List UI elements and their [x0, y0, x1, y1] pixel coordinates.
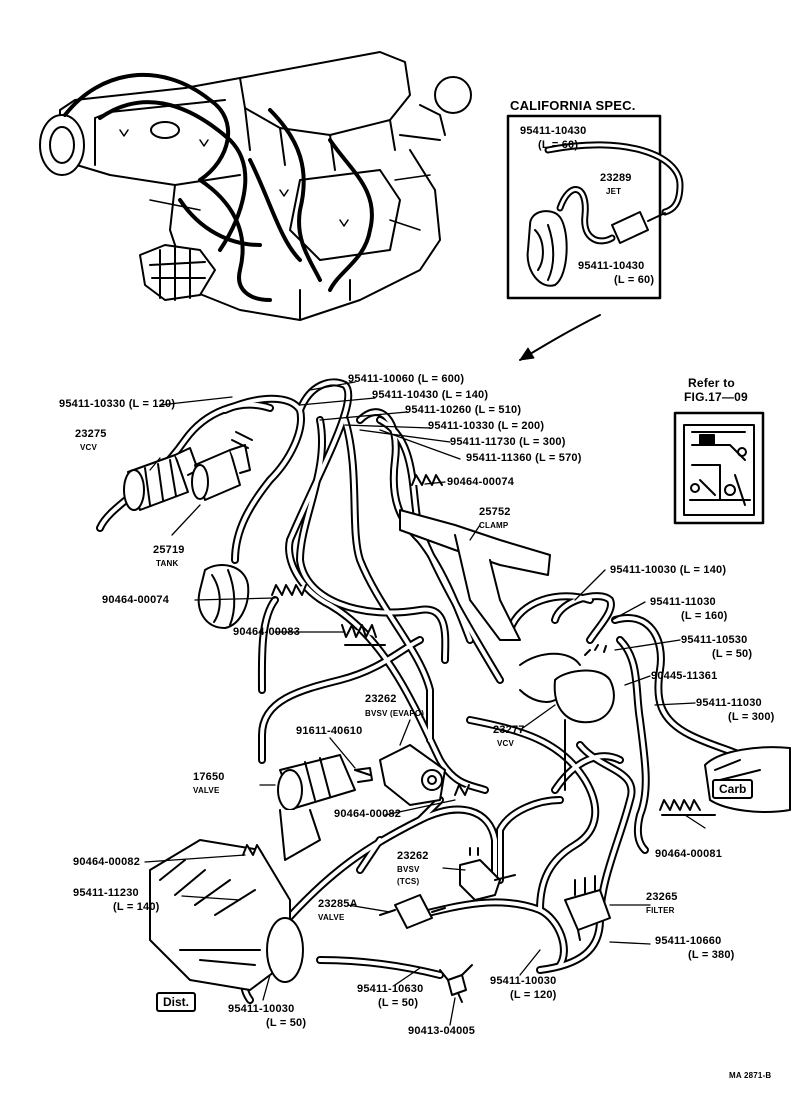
- hose-label-2: 95411-10430 (L = 140): [372, 389, 489, 401]
- bvsv-tcs-name2: (TCS): [397, 877, 420, 886]
- california-jet-part: 23289: [600, 172, 632, 184]
- clip-b-label: 90464-00074: [102, 594, 170, 606]
- refer-line1: Refer to: [688, 376, 735, 390]
- clip-a-label: 90464-00074: [447, 476, 515, 488]
- filter-23265: [564, 875, 611, 941]
- clip-d-label: 90464-00082: [334, 808, 402, 820]
- vcv-center-part: 23277: [493, 724, 525, 736]
- hose-label-5: 95411-11730 (L = 300): [450, 436, 566, 448]
- leader-lines: [144, 381, 706, 1026]
- hose-label-1: 95411-10060 (L = 600): [348, 373, 465, 385]
- filter-name: FILTER: [646, 906, 675, 915]
- bvsv-tcs-part: 23262: [397, 850, 429, 862]
- hose-b2-length: (L = 120): [510, 989, 557, 1001]
- hose-b2-part: 95411-10030: [490, 975, 557, 987]
- bvsv-evapo: [379, 744, 446, 806]
- right-hose-3-part: 95411-10530: [681, 634, 748, 646]
- hose-label-3: 95411-10260 (L = 510): [405, 404, 522, 416]
- vcv-left-name: VCV: [80, 443, 98, 452]
- vcv-23277: [519, 644, 615, 791]
- vcv-23275: [123, 447, 199, 511]
- valve-a-part: 23285A: [318, 898, 358, 910]
- hose-dist-length: (L = 140): [113, 901, 160, 913]
- bvsv-evapo-part: 23262: [365, 693, 397, 705]
- bvsv-evapo-name: BVSV (EVAPO): [365, 709, 425, 718]
- california-hose-top-part: 95411-10430: [520, 125, 587, 137]
- california-bracket: [526, 210, 568, 287]
- valve-23285a: [379, 894, 446, 929]
- clip-e-label: 90464-00082: [73, 856, 141, 868]
- valve-a-name: VALVE: [318, 913, 345, 922]
- hose-dist-part: 95411-11230: [73, 887, 139, 899]
- hose-b3-length: (L = 50): [266, 1017, 307, 1029]
- distributor: [149, 839, 304, 991]
- right-hose-1: 95411-10030 (L = 140): [610, 564, 727, 576]
- california-hose-bottom-part: 95411-10430: [578, 260, 645, 272]
- right-hose-5-length: (L = 300): [728, 711, 775, 723]
- california-jet-name: JET: [606, 187, 622, 196]
- refer-line2: FIG.17—09: [684, 390, 748, 404]
- right-hose-3-length: (L = 50): [712, 648, 753, 660]
- california-hose-top-length: (L = 60): [538, 139, 579, 151]
- tee-fitting: [439, 964, 473, 1003]
- hose-b3-part: 95411-10030: [228, 1003, 295, 1015]
- tank-part: 25719: [153, 544, 185, 556]
- california-jet: [611, 211, 666, 244]
- tank-25719: [191, 431, 253, 501]
- vcv-left-part: 23275: [75, 428, 107, 440]
- right-hose-4: 90445-11361: [651, 670, 718, 682]
- carb-tag: Carb: [712, 779, 754, 799]
- bvsv-tcs-name1: BVSV: [397, 865, 420, 874]
- hose-b1-part: 95411-10630: [357, 983, 424, 995]
- clamp-name: CLAMP: [479, 521, 509, 530]
- valve-17650: [277, 754, 373, 861]
- hose-r-bottom-part: 95411-10660: [655, 935, 722, 947]
- engine-illustration: [39, 51, 472, 321]
- clip-c-label: 90464-00083: [233, 626, 301, 638]
- bracket-plate: [197, 564, 250, 629]
- pointer-arrow: [519, 314, 601, 361]
- hose-b1-length: (L = 50): [378, 997, 419, 1009]
- right-hose-2-part: 95411-11030: [650, 596, 716, 608]
- right-hose-2-length: (L = 160): [681, 610, 728, 622]
- tee-label: 90413-04005: [408, 1025, 476, 1037]
- vcv-center-name: VCV: [497, 739, 515, 748]
- hose-label-4: 95411-10330 (L = 200): [428, 420, 545, 432]
- clamp-part: 25752: [479, 506, 511, 518]
- filter-part: 23265: [646, 891, 678, 903]
- engine-harness: [63, 72, 374, 302]
- drawing-code: MA 2871-B: [729, 1071, 772, 1080]
- pin-label: 91611-40610: [296, 725, 363, 737]
- valve-left-part: 17650: [193, 771, 225, 783]
- bvsv-tcs: [459, 847, 516, 901]
- hose-label-6: 95411-11360 (L = 570): [466, 452, 582, 464]
- california-title: CALIFORNIA SPEC.: [510, 98, 636, 113]
- right-hose-5-part: 95411-11030: [696, 697, 762, 709]
- clamp-plate: [399, 509, 551, 641]
- california-hose-bottom-length: (L = 60): [614, 274, 655, 286]
- hose-left-label: 95411-10330 (L = 120): [59, 398, 176, 410]
- tank-name: TANK: [156, 559, 179, 568]
- clip-f-label: 90464-00081: [655, 848, 723, 860]
- valve-left-name: VALVE: [193, 786, 220, 795]
- hose-r-bottom-length: (L = 380): [688, 949, 735, 961]
- dist-tag: Dist.: [156, 992, 197, 1012]
